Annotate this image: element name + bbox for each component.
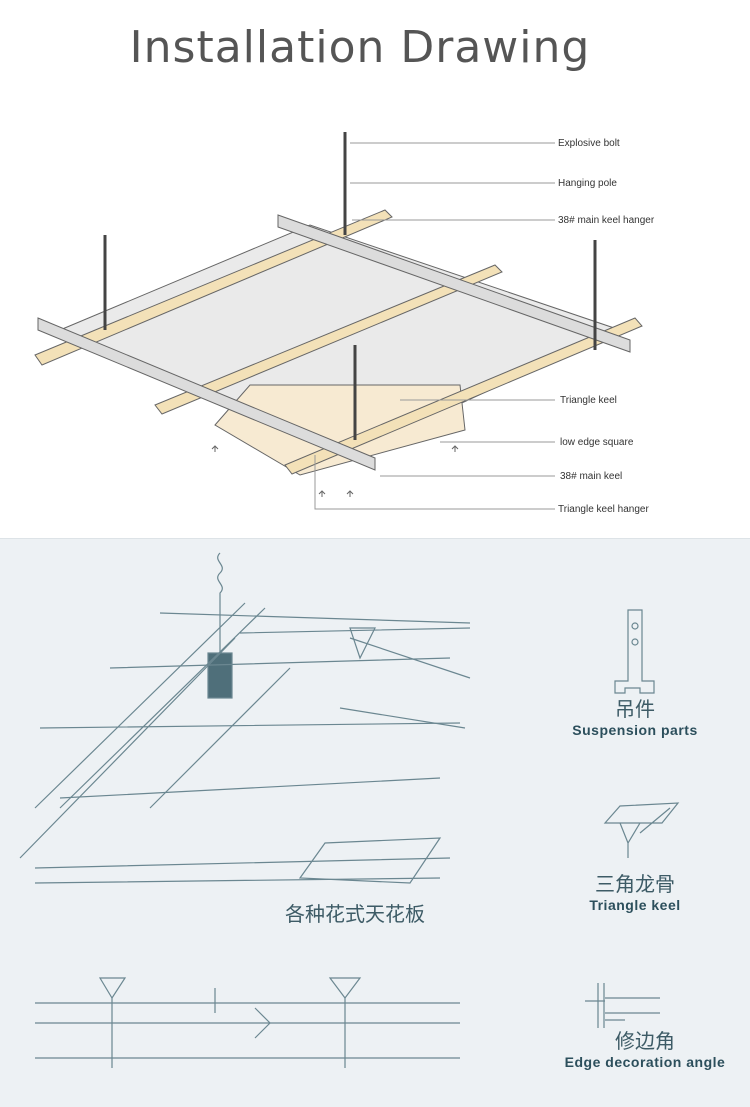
ceiling-installation-diagram: [34, 132, 643, 510]
tile-caption: 各种花式天花板: [285, 902, 425, 926]
triangle-keel: [284, 317, 643, 475]
low-edge-square: [214, 384, 466, 476]
part-cn-label: 吊件: [615, 697, 655, 721]
part-en-label: Edge decoration angle: [564, 1054, 726, 1070]
part-cn-label: 三角龙骨: [595, 872, 675, 896]
triangle-keel-icon: [603, 802, 680, 858]
triangle-keel: [34, 209, 393, 366]
part-suspension: 吊件 Suspension parts: [560, 693, 710, 738]
label-explosive-bolt: Explosive bolt: [558, 138, 620, 149]
arrow-up-icon: [211, 445, 459, 497]
triangle-keel: [154, 264, 503, 415]
leader-lines: [314, 142, 555, 510]
part-en-label: Suspension parts: [572, 722, 698, 738]
edge-decoration-angle-icon: [585, 983, 660, 1028]
ceiling-tile-line-drawing: [19, 552, 680, 1068]
label-triangle-keel-hanger: Triangle keel hanger: [558, 504, 649, 515]
label-main-keel: 38# main keel: [560, 471, 623, 482]
main-keel: [277, 214, 631, 353]
part-cn-label: 修边角: [615, 1029, 675, 1053]
label-hanging-pole: Hanging pole: [558, 178, 617, 189]
page-title: Installation Drawing: [129, 22, 591, 73]
part-en-label: Triangle keel: [589, 897, 681, 913]
part-edge-angle: 修边角 Edge decoration angle: [550, 1025, 740, 1070]
main-keel: [37, 317, 376, 471]
label-triangle-keel: Triangle keel: [560, 395, 617, 406]
suspension-part-icon: [614, 609, 655, 694]
label-low-edge-square: low edge square: [560, 437, 634, 448]
part-triangle-keel: 三角龙骨 Triangle keel: [560, 868, 710, 913]
label-main-keel-hanger: 38# main keel hanger: [558, 215, 655, 226]
